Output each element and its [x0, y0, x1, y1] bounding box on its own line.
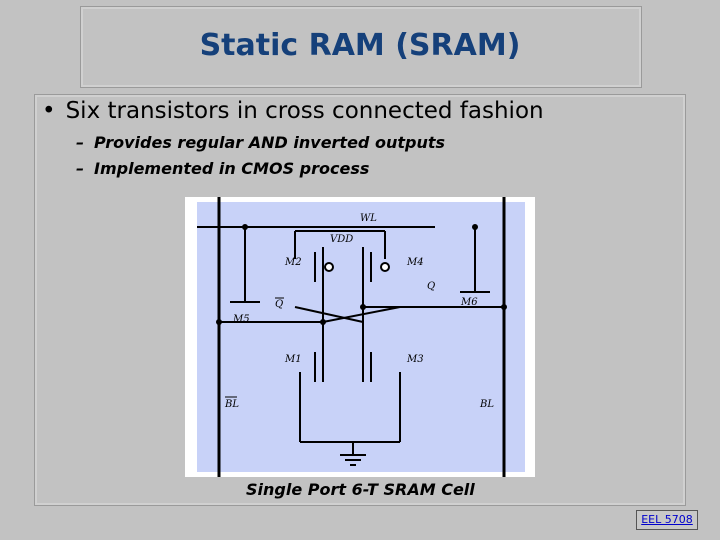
sub-bullet-text: Provides regular AND inverted outputs: [94, 133, 445, 152]
m2-label: M2: [284, 257, 302, 268]
main-bullet: • Six transistors in cross connected fash…: [42, 98, 544, 124]
junction-dot: [320, 319, 326, 325]
m4-label: M4: [406, 257, 424, 268]
slide-title: Static RAM (SRAM): [199, 28, 521, 63]
title-frame: [80, 6, 642, 88]
sub-bullet-2: –Implemented in CMOS process: [76, 159, 369, 178]
junction-dot: [360, 304, 366, 310]
bitline-left-label: BL: [224, 399, 239, 410]
sram-circuit-diagram: WL VDD M2 M4 Q Q M5 M6 M1 M3 BL BL: [197, 177, 525, 497]
figure-panel: [197, 202, 525, 472]
bitline-right-label: BL: [479, 399, 494, 410]
sub-bullet-text: Implemented in CMOS process: [94, 159, 370, 178]
wl-label: WL: [360, 213, 377, 224]
m6-label: M6: [460, 297, 478, 308]
m2-bubble: [324, 262, 334, 272]
m1-label: M1: [284, 354, 302, 365]
footer-course-link[interactable]: EEL 5708: [636, 510, 698, 530]
m4-bubble: [380, 262, 390, 272]
dash-icon: –: [76, 159, 84, 178]
figure-caption: Single Port 6-T SRAM Cell: [246, 480, 475, 499]
qbar-label: Q: [275, 299, 283, 310]
bullet-text: Six transistors in cross connected fashi…: [65, 98, 544, 124]
cross-wire-q: [322, 306, 401, 323]
junction-dot: [216, 319, 222, 325]
q-label: Q: [427, 281, 435, 292]
junction-dot: [501, 304, 507, 310]
vdd-label: VDD: [330, 234, 353, 245]
sub-bullet-1: –Provides regular AND inverted outputs: [76, 133, 445, 152]
content-frame: [34, 94, 686, 506]
m5-label: M5: [232, 314, 250, 325]
m3-label: M3: [406, 354, 424, 365]
bullet-dot: •: [42, 98, 56, 124]
sram-cell-figure: WL VDD M2 M4 Q Q M5 M6 M1 M3 BL BL: [185, 177, 535, 497]
junction-dot: [472, 224, 478, 230]
junction-dot: [242, 224, 248, 230]
cross-wire-qbar: [294, 306, 364, 323]
dash-icon: –: [76, 133, 84, 152]
